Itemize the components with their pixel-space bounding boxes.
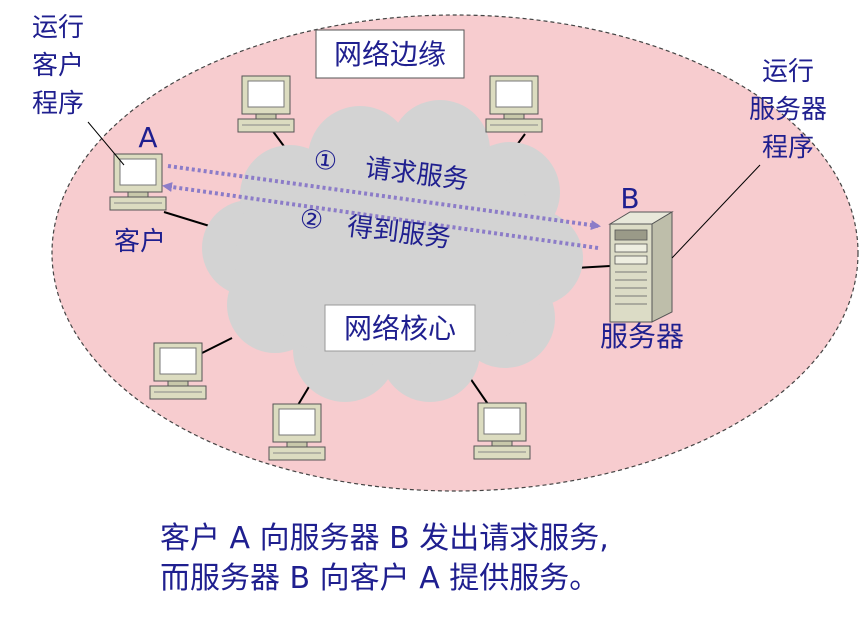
server-letter: B: [620, 182, 639, 215]
server-note-line1: 运行: [762, 57, 814, 87]
client-caption: 客户: [114, 227, 166, 257]
server-note-line2: 服务器: [749, 95, 827, 125]
caption-line2: 而服务器 B 向客户 A 提供服务。: [160, 561, 599, 596]
host-computer: [485, 75, 543, 133]
host-computer: [149, 342, 207, 400]
server-note-line3: 程序: [762, 133, 814, 163]
edge-label: 网络边缘: [334, 38, 446, 71]
client-note-pointer: [87, 121, 125, 166]
caption-line1: 客户 A 向服务器 B 发出请求服务,: [160, 521, 609, 556]
client-note-line3: 程序: [32, 89, 84, 119]
core-label-box: [324, 304, 476, 352]
core-label: 网络核心: [344, 312, 456, 345]
response-arrow: [162, 182, 599, 250]
edge-label-box: [315, 29, 465, 79]
server-note-pointer: [671, 164, 761, 259]
client-note-line1: 运行: [32, 13, 84, 43]
host-computer: [473, 402, 531, 460]
request-arrow: [167, 164, 601, 230]
response-number: ②: [298, 204, 325, 237]
request-number: ①: [312, 145, 339, 178]
server-b-icon: [608, 211, 674, 323]
client-a-computer: [109, 153, 167, 211]
host-computer: [268, 403, 326, 461]
network-core-cloud: [202, 100, 583, 402]
client-letter: A: [138, 121, 157, 154]
host-computer: [237, 75, 295, 133]
client-note-line2: 客户: [32, 51, 84, 81]
server-caption: 服务器: [600, 320, 684, 353]
